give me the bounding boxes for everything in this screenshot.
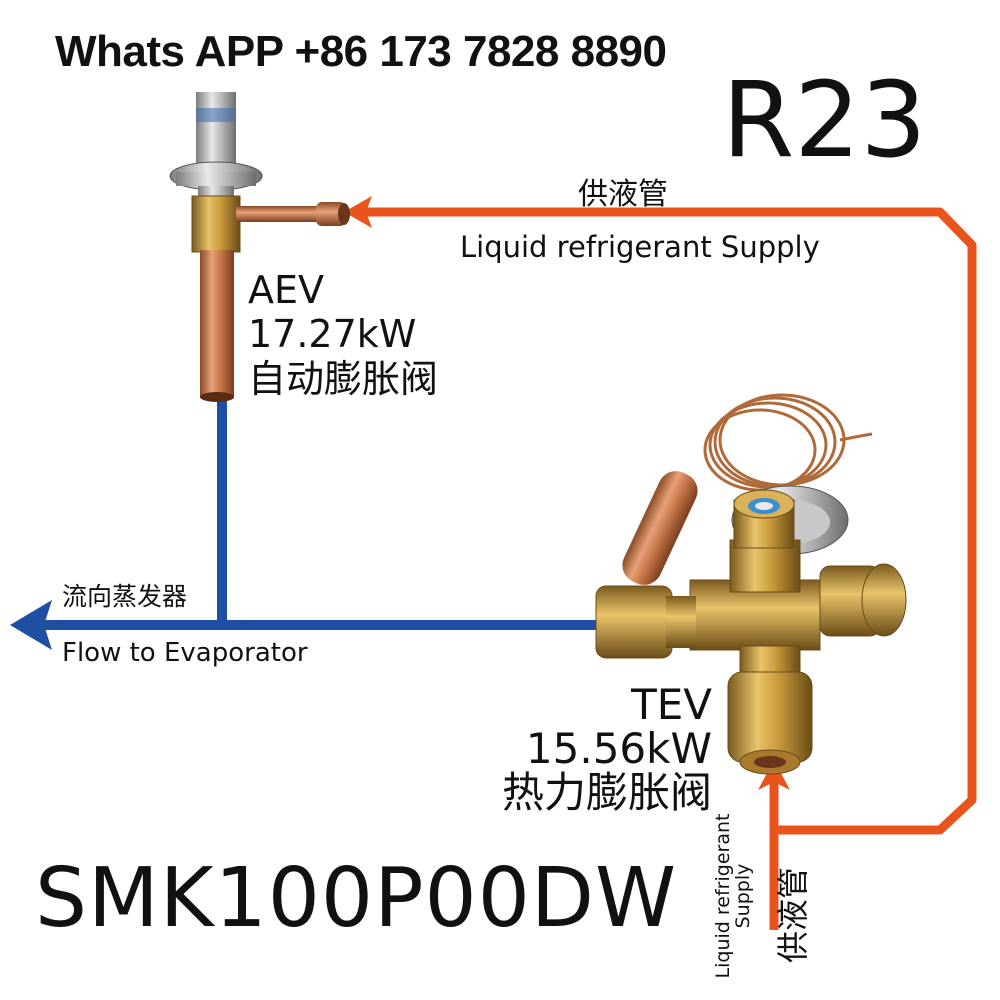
evaporator-label-en: Flow to Evaporator — [62, 638, 308, 668]
supply-line — [344, 196, 977, 930]
bottom-supply-en-line2: Supply — [731, 863, 754, 929]
supply-label-en: Liquid refrigerant Supply — [460, 230, 820, 264]
bottom-supply-en-line1: Liquid refrigerant — [712, 813, 734, 979]
evaporator-label-cn: 流向蒸发器 — [62, 582, 188, 611]
supply-arrow-aev — [344, 196, 372, 228]
tev-valve-image — [595, 393, 907, 775]
bottom-supply-label-en: Liquid refrigerant Supply — [712, 796, 766, 996]
tev-capacity: 15.56kW — [525, 724, 712, 774]
supply-arrow-tev — [758, 760, 790, 790]
whatsapp-contact: Whats APP +86 173 7828 8890 — [55, 27, 667, 76]
aev-label: AEV 17.27kW 自动膨胀阀 — [248, 268, 438, 401]
evaporator-arrow — [10, 600, 52, 650]
bottom-supply-label-cn: 供液管 — [774, 867, 812, 964]
tev-label: TEV 15.56kW 热力膨胀阀 — [470, 680, 712, 818]
evaporator-line — [10, 396, 600, 650]
tev-cn: 热力膨胀阀 — [501, 768, 712, 818]
part-number: SMK100P00DW — [35, 851, 678, 946]
aev-capacity: 17.27kW — [248, 312, 417, 357]
tev-name: TEV — [631, 680, 712, 729]
aev-name: AEV — [248, 268, 324, 312]
supply-label-cn: 供液管 — [578, 177, 668, 212]
aev-cn: 自动膨胀阀 — [248, 356, 439, 401]
aev-valve-image — [169, 92, 350, 402]
model-code-label: R23 — [722, 59, 927, 181]
